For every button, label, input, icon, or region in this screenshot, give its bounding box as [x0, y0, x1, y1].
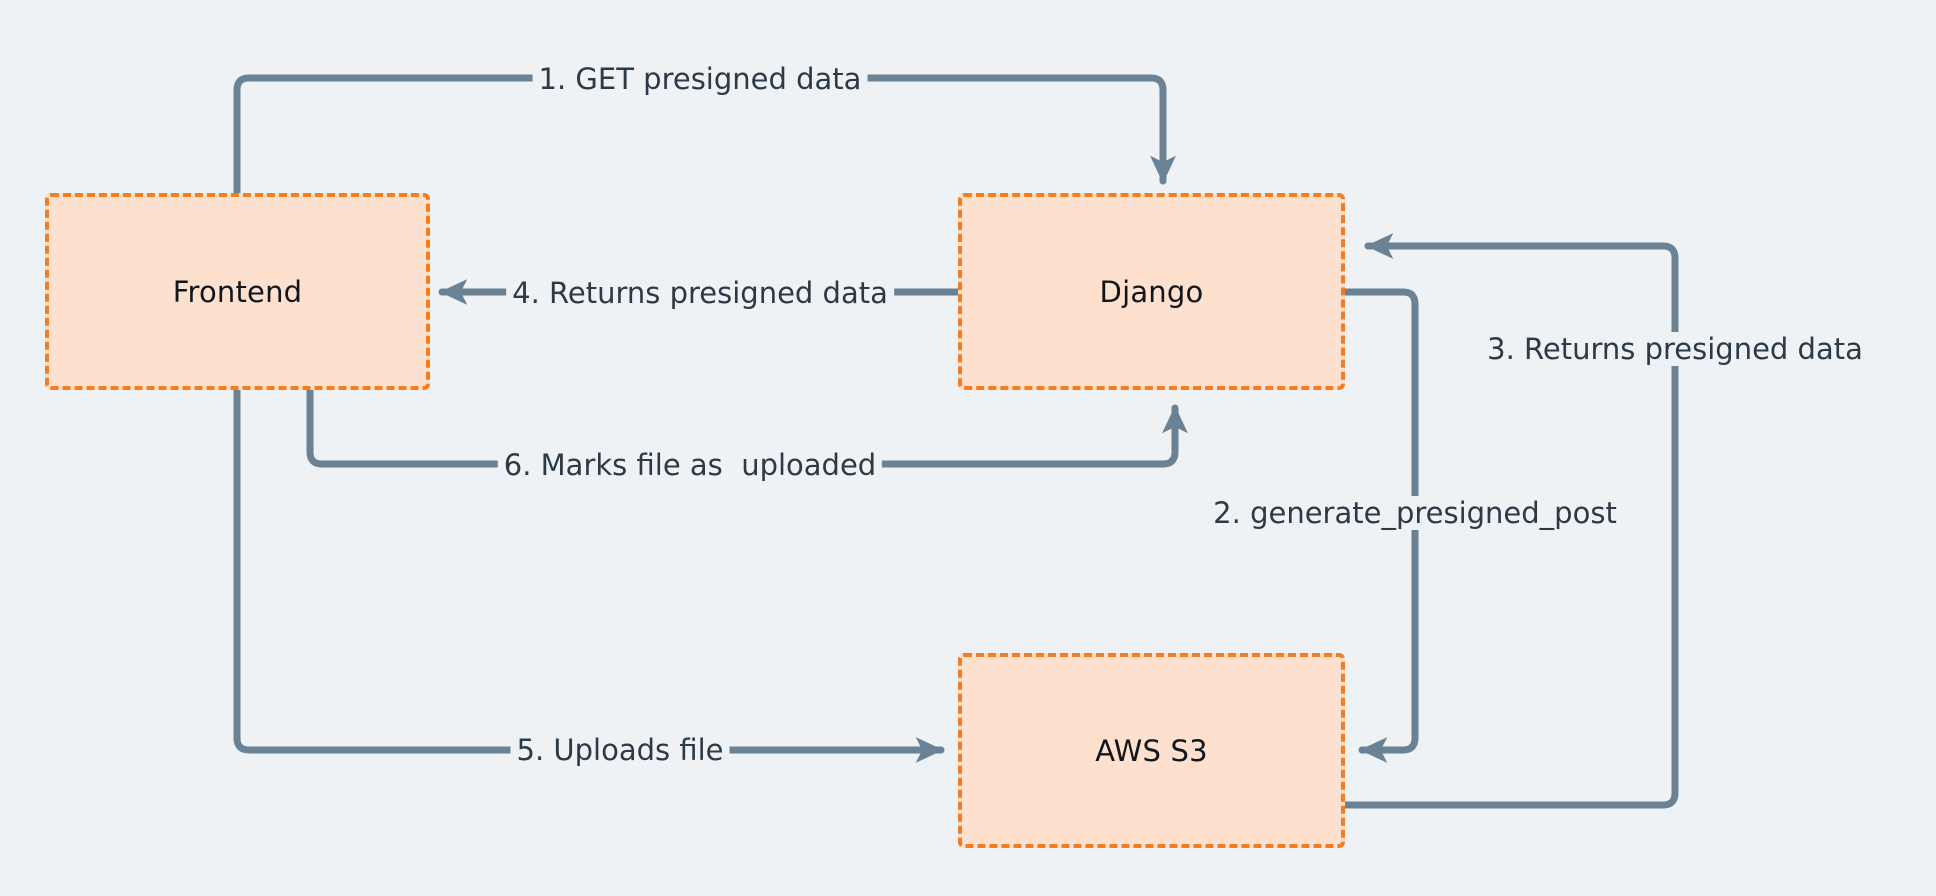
edge-label-5: 5. Uploads file: [510, 733, 730, 767]
edge-label-1: 1. GET presigned data: [532, 62, 868, 96]
edge-3-path: [1341, 233, 1679, 809]
edge-label-2: 2. generate_presigned_post: [1207, 496, 1623, 530]
node-aws-s3[interactable]: AWS S3: [958, 653, 1345, 848]
node-frontend[interactable]: Frontend: [45, 193, 430, 390]
node-aws-s3-label: AWS S3: [1095, 733, 1208, 768]
edge-label-3: 3. Returns presigned data: [1481, 332, 1869, 366]
edge-5-path: [233, 386, 945, 763]
node-django-label: Django: [1099, 274, 1204, 309]
edge-label-4: 4. Returns presigned data: [506, 276, 894, 310]
node-django[interactable]: Django: [958, 193, 1345, 390]
edge-label-6: 6. Marks file as uploaded: [497, 448, 883, 482]
node-frontend-label: Frontend: [172, 274, 303, 309]
